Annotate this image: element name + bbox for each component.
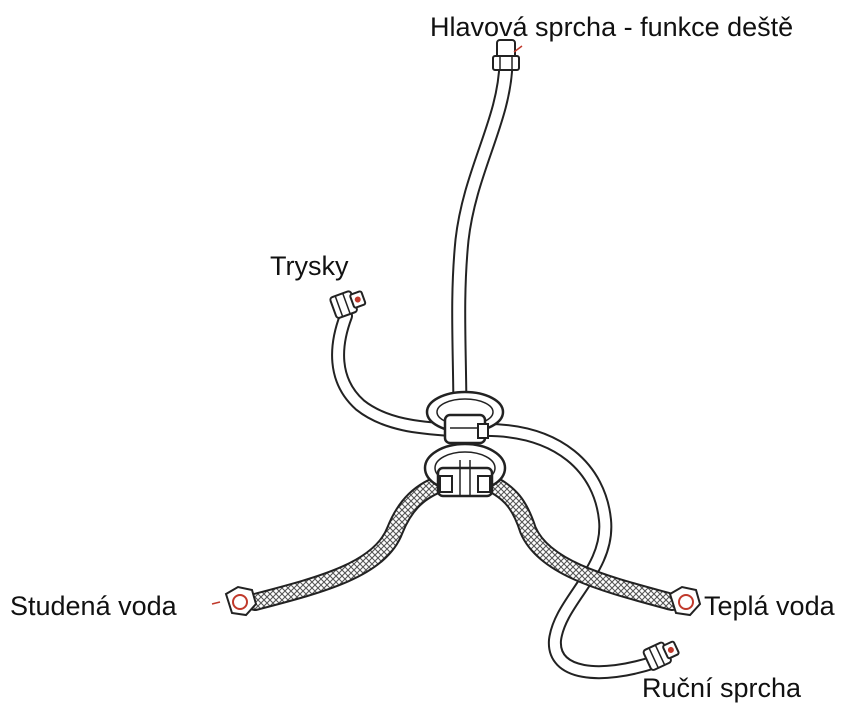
jets-hose	[331, 309, 459, 437]
cold-water-nut	[211, 585, 258, 617]
hand-shower-hose	[473, 422, 662, 680]
hand-shower-label: Ruční sprcha	[642, 673, 802, 703]
head-shower-label: Hlavová sprcha - funkce deště	[430, 12, 794, 42]
head-shower-hose	[451, 54, 514, 428]
jets-label: Trysky	[270, 251, 349, 281]
hand-shower-connector	[642, 640, 680, 671]
hot-water-label: Teplá voda	[704, 591, 835, 621]
hot-water-nut	[668, 585, 702, 617]
head-shower-connector	[492, 39, 523, 71]
hot-water-hose	[479, 473, 681, 611]
cold-water-hose	[246, 473, 454, 611]
mixer-body	[423, 390, 507, 498]
jets-connector	[329, 290, 367, 319]
cold-water-label: Studená voda	[10, 591, 177, 621]
